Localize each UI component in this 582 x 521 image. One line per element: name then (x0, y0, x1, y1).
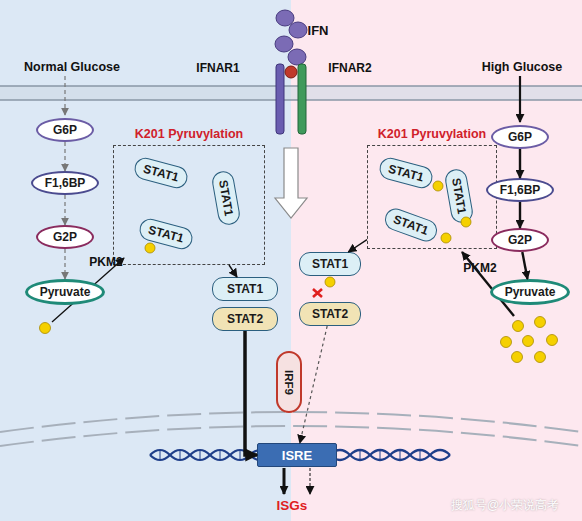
enzyme-label: PKM2 (89, 255, 122, 269)
node-text: STAT2 (227, 312, 263, 326)
membrane-line (0, 85, 582, 87)
stat1-pill: STAT1 (299, 252, 361, 276)
metabolite-oval: G2P (36, 225, 94, 249)
node-text: STAT1 (227, 282, 263, 296)
pathway-connector (519, 202, 521, 228)
metabolite-oval: G2P (491, 228, 549, 252)
pathway-arrow (519, 76, 521, 122)
isre-box: ISRE (257, 443, 337, 467)
node-text: STAT1 (147, 223, 186, 246)
stat1-pill: STAT1 (132, 155, 190, 190)
node-text: STAT1 (142, 162, 181, 185)
nuclear-membrane (0, 412, 582, 432)
ligand-label: IFN (308, 23, 329, 38)
pathway-connector (522, 252, 527, 279)
receptor-label: IFNAR1 (196, 61, 239, 75)
node-text: G6P (508, 130, 532, 144)
stat1-pill: STAT1 (443, 168, 474, 225)
pathway-arrow (64, 76, 65, 115)
pyruvylation-group: K201 PyruvylationSTAT1STAT1STAT1 (113, 145, 265, 265)
metabolite-oval: Pyruvate (490, 279, 570, 305)
expression-arrow (283, 468, 286, 494)
stat2-pill: STAT2 (212, 307, 278, 331)
node-text: STAT1 (449, 177, 469, 215)
watermark: 搜狐号@小荣说高考 (451, 497, 559, 514)
pathway-connector (64, 249, 65, 279)
stat2-pill: STAT2 (299, 302, 361, 326)
stat1-pill: STAT1 (382, 205, 440, 244)
normal-glucose-background (0, 0, 291, 521)
receptor-junction (285, 66, 297, 78)
pathway-connector (300, 326, 327, 443)
pyruvate-dots (40, 181, 558, 363)
stat1-pill: STAT1 (137, 216, 195, 251)
pathway-connector (519, 149, 521, 178)
output-label: ISGs (277, 498, 308, 513)
node-text: G2P (53, 230, 77, 244)
pathway-connector (245, 331, 257, 455)
ifn-ligand (275, 10, 307, 65)
metabolite-oval: F1,6BP (31, 171, 99, 195)
stat1-pill: STAT1 (212, 277, 278, 301)
pathway-connector (64, 142, 65, 171)
node-text: Pyruvate (505, 285, 556, 299)
condition-label: Normal Glucose (24, 60, 120, 74)
node-text: IRF9 (283, 370, 295, 395)
node-text: STAT2 (312, 307, 348, 321)
node-text: STAT1 (392, 212, 431, 238)
node-text: Pyruvate (40, 285, 91, 299)
node-text: F1,6BP (500, 183, 541, 197)
ifnar1-receptor (276, 64, 284, 134)
stat1-pill: STAT1 (377, 155, 435, 190)
expression-arrow (310, 468, 311, 494)
blocked-mark (313, 289, 322, 297)
node-text: ISRE (282, 448, 312, 463)
metabolite-oval: F1,6BP (486, 178, 554, 202)
enzyme-label: PKM2 (463, 261, 496, 275)
node-text: STAT1 (216, 179, 236, 217)
node-text: G2P (508, 233, 532, 247)
signal-arrow (275, 148, 307, 218)
irf9-pill: IRF9 (276, 351, 302, 413)
stat1-pill: STAT1 (210, 170, 241, 227)
pathway-connector (229, 265, 237, 277)
condition-label: High Glucose (482, 60, 563, 74)
pyruvylation-group: K201 PyruvylationSTAT1STAT1STAT1 (367, 145, 497, 249)
ifnar2-receptor (298, 64, 306, 134)
pathway-connector (64, 195, 65, 225)
receptor-label: IFNAR2 (328, 61, 371, 75)
group-heading: K201 Pyruvylation (114, 127, 264, 141)
node-text: F1,6BP (45, 176, 86, 190)
group-heading: K201 Pyruvylation (368, 127, 496, 141)
membrane-line (0, 99, 582, 101)
node-text: STAT1 (312, 257, 348, 271)
pathway-connector (348, 240, 367, 252)
metabolite-oval: G6P (491, 125, 549, 149)
metabolite-oval: G6P (36, 118, 94, 142)
node-text: STAT1 (387, 162, 426, 185)
node-text: G6P (53, 123, 77, 137)
cell-membrane (0, 86, 582, 100)
metabolite-oval: Pyruvate (25, 279, 105, 305)
